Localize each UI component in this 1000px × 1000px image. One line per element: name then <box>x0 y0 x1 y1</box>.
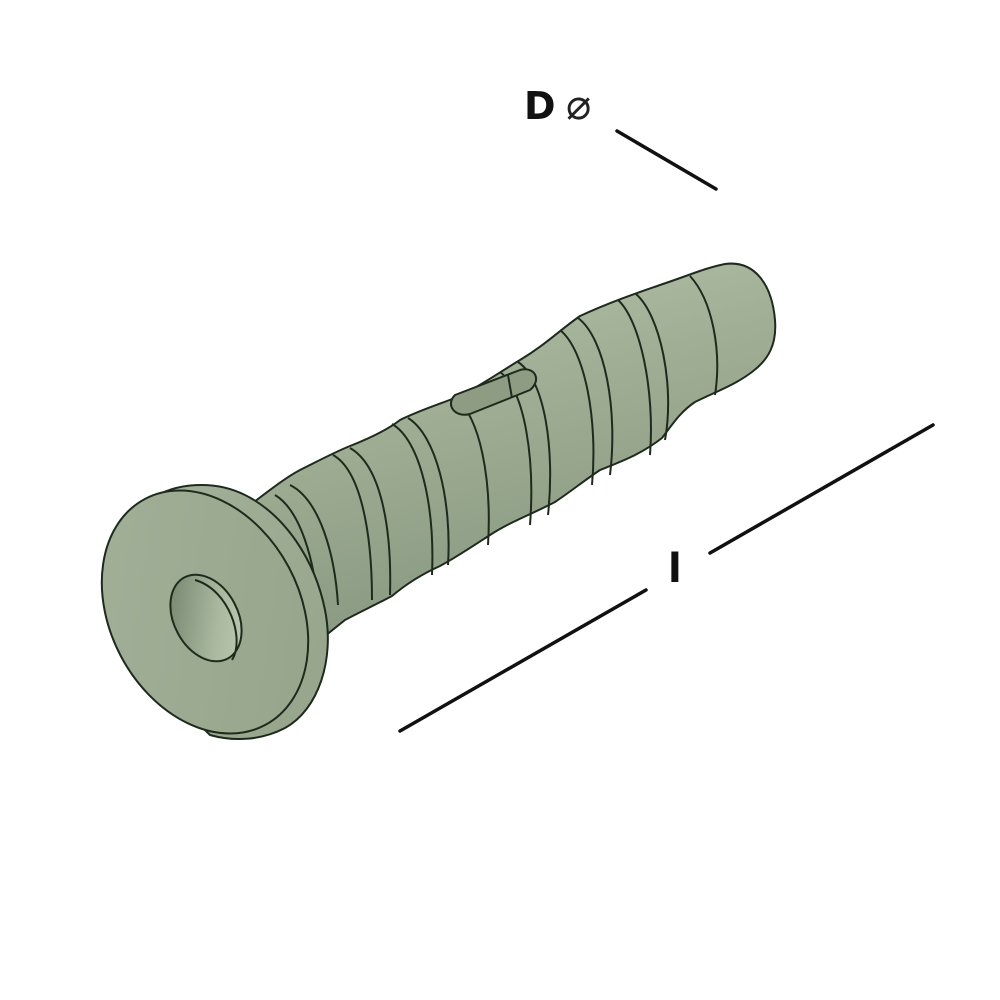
length-dimension-line-upper <box>708 423 935 555</box>
anchor-body <box>100 262 777 740</box>
diameter-symbol: ⌀ <box>566 80 592 129</box>
diameter-dimension-line <box>615 129 718 191</box>
length-label: l <box>668 546 682 592</box>
length-dimension-line-lower <box>398 588 648 733</box>
diameter-label: D <box>524 84 556 128</box>
